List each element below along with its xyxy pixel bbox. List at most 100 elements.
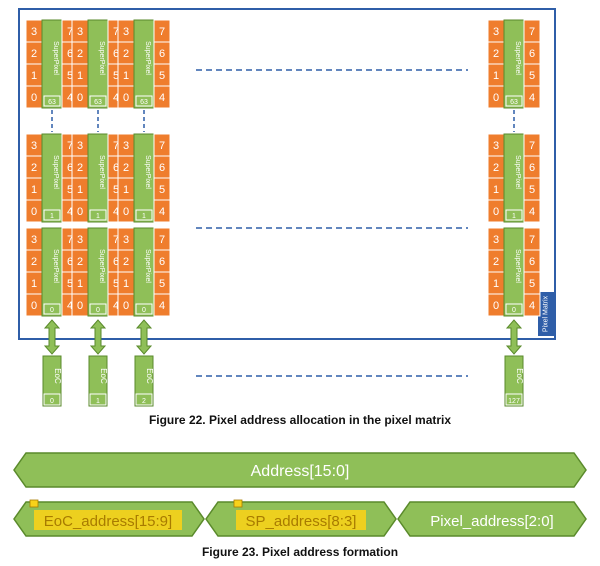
pixel-number: 7 <box>67 26 73 38</box>
superpixel-label: SuperPixel <box>514 249 521 283</box>
pixel-number: 2 <box>123 256 129 268</box>
pixel-number: 6 <box>113 256 119 268</box>
pixel-number: 3 <box>31 140 37 152</box>
pixel-number: 3 <box>493 140 499 152</box>
pixel-number: 7 <box>113 234 119 246</box>
eoc-id: 0 <box>50 398 54 405</box>
superpixel-label: SuperPixel <box>144 249 151 283</box>
pixel-number: 1 <box>123 278 129 290</box>
pixel-number: 5 <box>529 278 535 290</box>
bidirectional-arrow <box>43 319 61 355</box>
pixel-number: 4 <box>159 92 165 104</box>
pixel-number: 0 <box>493 300 499 312</box>
pixel-number: 0 <box>493 206 499 218</box>
pixel-address-text: Pixel_address[2:0] <box>430 513 553 530</box>
pixel-number: 7 <box>159 234 165 246</box>
pixel-matrix-label: Pixel Matrix <box>538 292 554 336</box>
pixel-number: 1 <box>77 184 83 196</box>
superpixel-id-box <box>505 209 523 221</box>
pixel-number: 1 <box>123 184 129 196</box>
pixel-number: 6 <box>113 162 119 174</box>
figure-22-caption: Figure 22. Pixel address allocation in t… <box>148 413 452 427</box>
figure-23-caption: Figure 23. Pixel address formation <box>201 545 399 559</box>
superpixel-label: SuperPixel <box>52 155 59 189</box>
superpixel-id: 1 <box>512 213 516 220</box>
pixel-number: 4 <box>529 92 535 104</box>
pixel-number: 0 <box>77 300 83 312</box>
pixel-number: 2 <box>493 48 499 60</box>
pixel-number: 5 <box>529 184 535 196</box>
pixel-number: 3 <box>77 140 83 152</box>
comment-marker <box>29 499 39 508</box>
pixel-number: 3 <box>123 234 129 246</box>
pixel-number: 5 <box>159 278 165 290</box>
eoc-address-text: EoC_address[15:9] <box>44 513 172 530</box>
pixel-number: 4 <box>159 206 165 218</box>
pixel-number: 1 <box>31 184 37 196</box>
pixel-number: 0 <box>77 92 83 104</box>
pixel-number: 7 <box>529 234 535 246</box>
pixel-number: 7 <box>159 140 165 152</box>
superpixel-label: SuperPixel <box>98 155 105 189</box>
pixel-number: 4 <box>159 300 165 312</box>
superpixel-id-box <box>89 95 107 107</box>
pixel-number: 0 <box>77 206 83 218</box>
pixel-number: 4 <box>113 300 119 312</box>
pixel-number: 6 <box>67 256 73 268</box>
pixel-number: 1 <box>493 278 499 290</box>
bidirectional-arrow <box>89 319 107 355</box>
superpixel-id: 0 <box>512 307 516 314</box>
eoc-id-box <box>89 393 107 406</box>
sp-address-highlight <box>236 510 366 530</box>
eoc-label: EoC <box>99 368 108 384</box>
pixel-number: 7 <box>113 26 119 38</box>
pixel-number: 5 <box>67 184 73 196</box>
pixel-number: 7 <box>67 234 73 246</box>
superpixel-id: 63 <box>140 99 148 106</box>
pixel-number: 4 <box>529 300 535 312</box>
pixel-number: 3 <box>123 26 129 38</box>
eoc-id-box <box>135 393 153 406</box>
superpixel-id: 63 <box>94 99 102 106</box>
eoc-label: EoC <box>145 368 154 384</box>
pixel-number: 3 <box>77 26 83 38</box>
pixel-cell <box>523 85 541 109</box>
pixel-number: 4 <box>113 92 119 104</box>
superpixel-label: SuperPixel <box>514 41 521 75</box>
superpixel-label: SuperPixel <box>98 41 105 75</box>
pixel-number: 1 <box>123 70 129 82</box>
pixel-number: 4 <box>113 206 119 218</box>
superpixel-id-box <box>505 303 523 315</box>
eoc-label: EoC <box>515 368 524 384</box>
pixel-number: 2 <box>123 48 129 60</box>
pixel-number: 2 <box>31 162 37 174</box>
pixel-number: 5 <box>113 70 119 82</box>
pixel-cell <box>153 199 171 223</box>
pixel-number: 3 <box>123 140 129 152</box>
superpixel-label: SuperPixel <box>98 249 105 283</box>
superpixel-label: SuperPixel <box>52 249 59 283</box>
pixel-number: 2 <box>493 256 499 268</box>
pixel-number: 1 <box>493 70 499 82</box>
pixel-number: 0 <box>123 92 129 104</box>
comment-marker <box>233 499 243 508</box>
pixel-number: 6 <box>67 48 73 60</box>
superpixel-label: SuperPixel <box>52 41 59 75</box>
eoc-id-box <box>43 393 61 406</box>
pixel-number: 5 <box>159 184 165 196</box>
superpixel-id: 1 <box>50 213 54 220</box>
pixel-number: 3 <box>493 234 499 246</box>
superpixel-id-box <box>135 303 153 315</box>
superpixel-label: SuperPixel <box>514 155 521 189</box>
pixel-cell <box>153 85 171 109</box>
superpixel-id-box <box>43 95 61 107</box>
superpixel-id-box <box>89 303 107 315</box>
pixel-number: 4 <box>67 206 73 218</box>
